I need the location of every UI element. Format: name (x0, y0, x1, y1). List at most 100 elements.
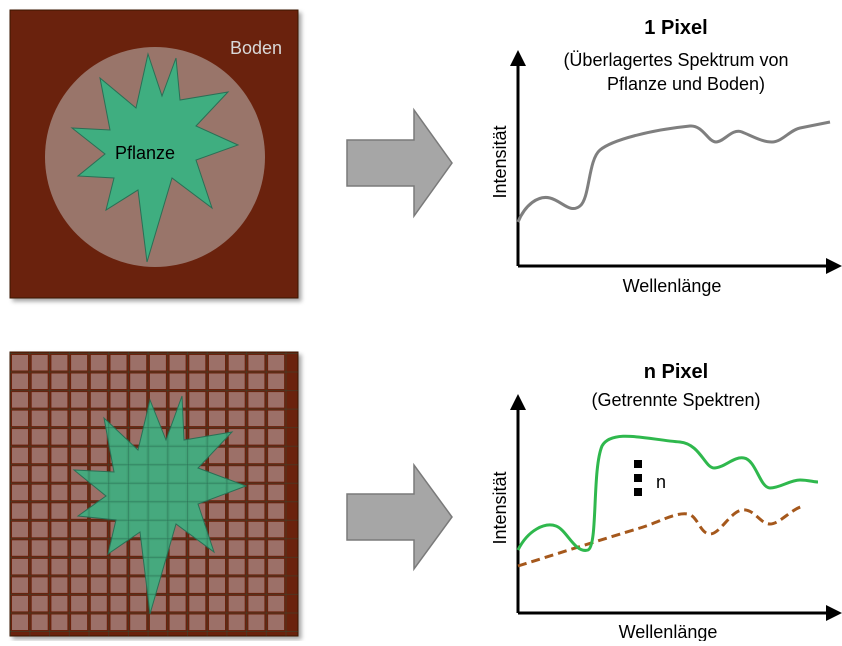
pixel-cell (12, 373, 28, 389)
pixel-cell (169, 577, 186, 593)
pixel-cell (228, 540, 245, 556)
pixel-cell (90, 558, 107, 575)
pixel-cell (209, 355, 225, 371)
pixel-cell (130, 355, 147, 371)
pixel-cell (71, 540, 88, 556)
pixel-cell (51, 466, 68, 482)
pixel-cell (110, 577, 127, 593)
pixel-cell (248, 373, 265, 389)
pixel-cell (268, 503, 285, 519)
pixel-cell (90, 577, 107, 593)
right-arrow-icon (346, 462, 453, 572)
soil-label: Boden (230, 38, 282, 58)
pixel-cell (130, 373, 147, 389)
pixel-cell (268, 540, 285, 556)
pixel-cell (209, 392, 225, 408)
pixel-cell (51, 484, 68, 501)
pixel-cell (228, 429, 245, 445)
pixel-cell (71, 484, 88, 501)
pixel-cell (12, 355, 28, 371)
x-axis-arrowhead (826, 605, 842, 621)
pixel-cell (31, 614, 48, 630)
separated-spectra-chart: n Pixel (Getrennte Spektren) Intensität … (490, 361, 842, 642)
pixel-cell (71, 577, 88, 593)
pixel-cell (149, 355, 166, 371)
pixel-cell (31, 355, 48, 371)
x-axis-arrowhead (826, 258, 842, 274)
pixel-cell (31, 466, 48, 482)
pixel-cell (31, 392, 48, 408)
pixel-cell (110, 355, 127, 371)
plant-star-grid (72, 395, 248, 615)
right-arrow-icon (346, 107, 453, 219)
pixel-cell (12, 484, 28, 501)
pixel-cell (209, 373, 225, 389)
x-axis-label: Wellenlänge (623, 276, 722, 296)
pixel-cell (248, 392, 265, 408)
pixel-cell (169, 373, 186, 389)
pixel-cell (31, 595, 48, 612)
pixel-cell (189, 540, 206, 556)
pixel-cell (169, 558, 186, 575)
pixel-cell (71, 392, 88, 408)
pixel-cell (71, 595, 88, 612)
pixel-cell (268, 577, 285, 593)
pixel-cell (268, 521, 285, 538)
pixel-cell (31, 429, 48, 445)
pixel-cell (189, 373, 206, 389)
chart-title-n-pixel: n Pixel (644, 361, 708, 383)
pixel-cell (189, 614, 206, 630)
pixel-cell (248, 503, 265, 519)
pixel-cell (51, 503, 68, 519)
pixel-cell (110, 558, 127, 575)
pixel-cell (248, 540, 265, 556)
pixel-cell (90, 410, 107, 427)
pixel-cell (110, 373, 127, 389)
pixel-cell (189, 595, 206, 612)
pixel-cell (209, 521, 225, 538)
pixel-cell (189, 355, 206, 371)
pixel-cell (71, 521, 88, 538)
pixel-cell (228, 614, 245, 630)
pixel-cell (31, 373, 48, 389)
pixel-cell (268, 373, 285, 389)
pixel-cell (12, 521, 28, 538)
pixel-cell (268, 595, 285, 612)
pixel-cell (228, 392, 245, 408)
pixel-cell (268, 392, 285, 408)
pixel-cell (228, 595, 245, 612)
pixel-cell (130, 614, 147, 630)
pixel-cell (90, 355, 107, 371)
pixel-cell (12, 577, 28, 593)
pixel-cell (51, 373, 68, 389)
pixel-cell (31, 410, 48, 427)
pixel-cell (248, 466, 265, 482)
pixel-cell (12, 595, 28, 612)
pixel-cell (228, 373, 245, 389)
pixel-cell (31, 503, 48, 519)
pixel-cell (268, 466, 285, 482)
pixel-cell (268, 429, 285, 445)
pixel-cell (51, 595, 68, 612)
pixel-cell (51, 540, 68, 556)
chart-title-1-pixel: 1 Pixel (644, 17, 707, 39)
plant-label: Pflanze (115, 143, 175, 163)
pixel-cell (51, 577, 68, 593)
pixel-cell (268, 614, 285, 630)
pixel-cell (12, 429, 28, 445)
y-axis-label: Intensität (490, 125, 510, 198)
mixed-spectrum-line (516, 120, 831, 223)
pixel-cell (90, 521, 107, 538)
pixel-cell (209, 410, 225, 427)
pixel-cell (248, 410, 265, 427)
pixel-cell (71, 355, 88, 371)
pixel-cell (228, 521, 245, 538)
y-axis-arrowhead (510, 50, 526, 66)
pixel-cell (268, 355, 285, 371)
pixel-cell (149, 373, 166, 389)
pixel-cell (90, 392, 107, 408)
mixed-spectrum-chart: 1 Pixel (Überlagertes Spektrum von Pflan… (490, 17, 842, 296)
pixel-cell (90, 540, 107, 556)
pixel-cell (149, 614, 166, 630)
pixel-cell (228, 447, 245, 464)
